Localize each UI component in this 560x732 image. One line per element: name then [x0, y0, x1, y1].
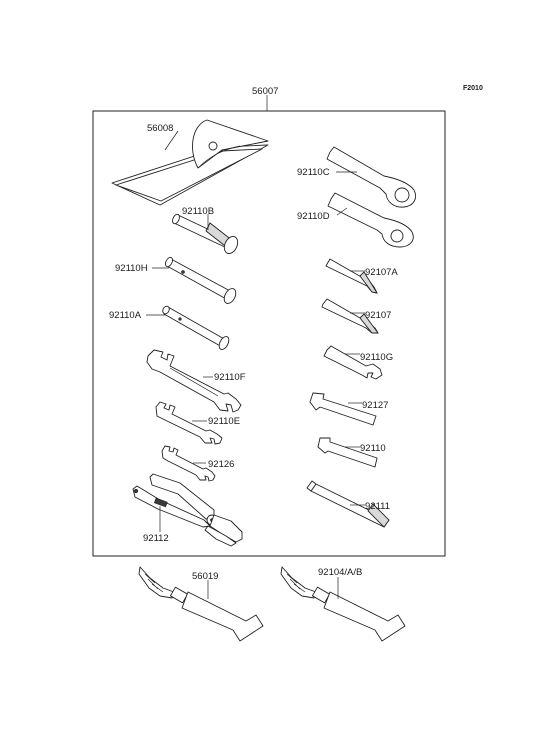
toolkit-box	[92, 110, 446, 557]
tool-pouch	[111, 119, 269, 206]
wrench-92110g	[323, 345, 383, 380]
open-end-wrench-92110e	[155, 401, 223, 445]
toolkit-label: 56007	[252, 86, 278, 97]
box-wrench-92110h	[165, 256, 237, 304]
wrench-f-label: 92110F	[214, 372, 246, 383]
figure-code: F2010	[463, 85, 483, 92]
pliers-label: 92112	[143, 533, 169, 544]
handle-label: 92111	[365, 501, 390, 512]
hex-key-92110	[317, 437, 378, 468]
screwdriver-92107a	[325, 258, 378, 294]
hex-key-92127	[309, 392, 377, 426]
grease-tube-92104	[280, 566, 406, 642]
box-wrench-92110b	[172, 213, 239, 254]
box-wrench-92110a	[162, 305, 230, 350]
screwdriver-92107	[321, 298, 379, 334]
handle-92111	[306, 480, 390, 528]
wrench-92126-label: 92126	[208, 459, 234, 470]
box-wrench-b-label: 92110B	[182, 206, 214, 217]
spanner-c-label: 92110C	[297, 167, 330, 178]
box-wrench-a-label: 92110A	[109, 310, 142, 321]
hex-key-92110-label: 92110	[360, 443, 386, 454]
open-end-wrench-92110f	[146, 349, 242, 413]
screwdriver-label: 92107	[365, 310, 391, 321]
spanner-92110c	[326, 146, 416, 208]
wrench-e-label: 92110E	[208, 416, 240, 427]
wrench-g-label: 92110G	[360, 352, 393, 363]
screwdriver-a-label: 92107A	[365, 267, 398, 278]
pouch-label: 56008	[147, 123, 173, 134]
hex-key-92127-label: 92127	[362, 400, 388, 411]
box-wrench-h-label: 92110H	[115, 263, 148, 274]
grease-tube-1-label: 56019	[192, 571, 218, 582]
open-end-wrench-92126	[161, 445, 216, 482]
grease-tube-2-label: 92104/A/B	[318, 567, 362, 578]
spanner-92110d	[327, 192, 414, 248]
spanner-d-label: 92110D	[297, 211, 330, 222]
grease-tube-56019	[138, 566, 264, 642]
pliers-92112	[132, 473, 243, 547]
